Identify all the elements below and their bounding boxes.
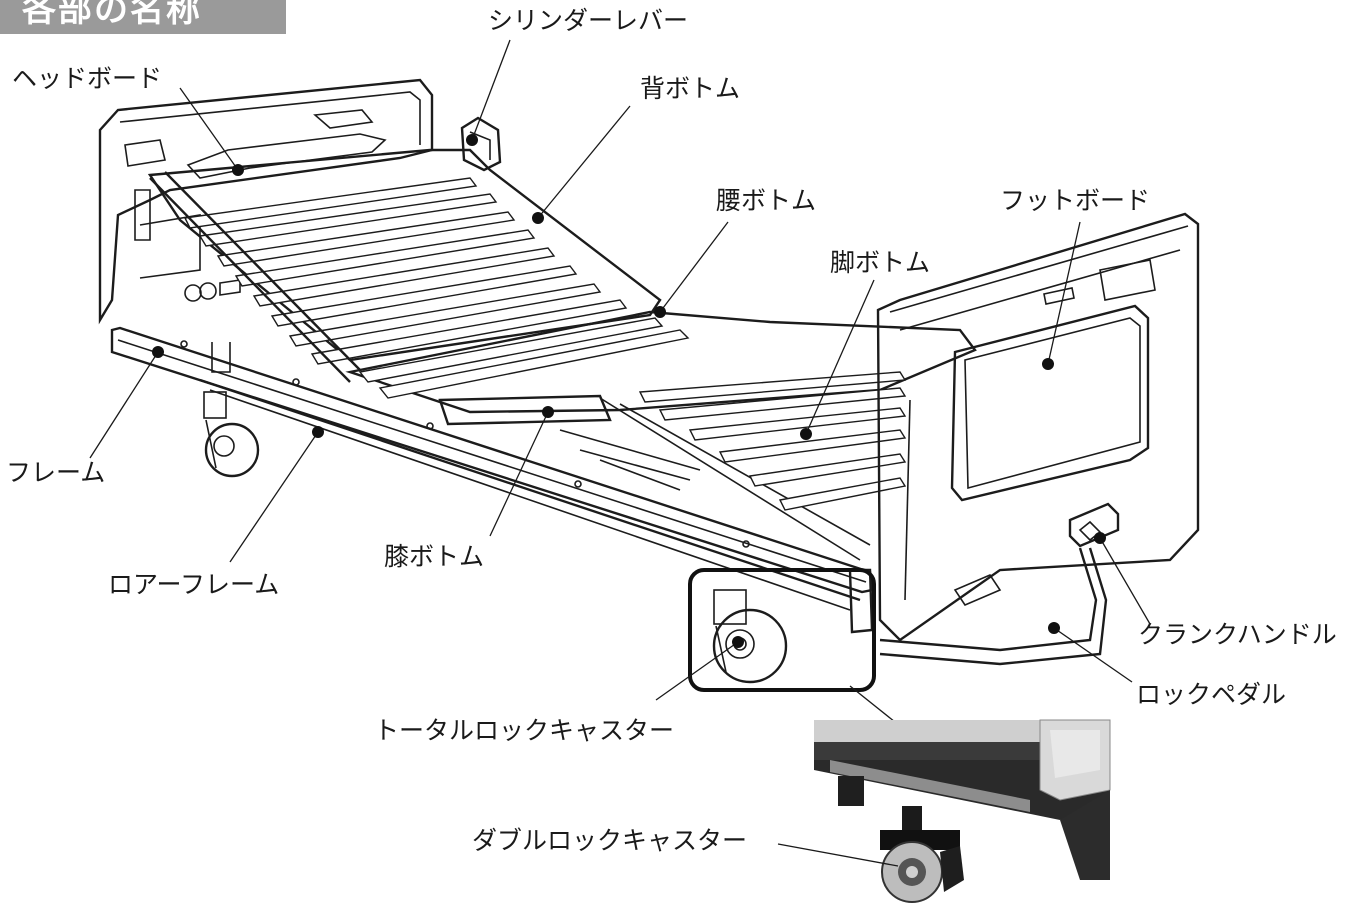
crank-and-pedal-drawing (879, 502, 1120, 666)
section-header: 各部の名称 (0, 0, 286, 34)
label-crank-handle: クランクハンドル (1138, 620, 1337, 649)
inset-connector-line (849, 685, 896, 723)
section-title: 各部の名称 (22, 0, 202, 30)
label-knee-bottom: 膝ボトム (384, 542, 485, 571)
label-total-lock-caster: トータルロックキャスター (374, 716, 675, 745)
label-lock-pedal: ロックペダル (1136, 680, 1287, 709)
bottom-sections-drawing (345, 310, 977, 561)
label-frame: フレーム (6, 458, 106, 487)
footboard-drawing (876, 212, 1200, 642)
label-leg-bottom: 脚ボトム (830, 248, 931, 277)
total-lock-caster-drawing (712, 589, 788, 684)
double-lock-caster-photo (814, 719, 1111, 906)
label-footboard: フットボード (1000, 186, 1151, 215)
callout-dots (152, 134, 1106, 648)
label-lower-frame: ロアーフレーム (108, 570, 280, 599)
label-cylinder-lever: シリンダーレバー (488, 6, 689, 35)
callout-leaders (89, 39, 1151, 867)
back-bottom-drawing (147, 148, 662, 383)
head-caster-drawing (203, 391, 260, 478)
cylinder-lever-drawing (460, 116, 502, 172)
headboard-drawing (98, 78, 434, 325)
label-double-lock-caster: ダブルロックキャスター (472, 826, 748, 855)
label-waist-bottom: 腰ボトム (716, 186, 817, 215)
label-back-bottom: 背ボトム (640, 74, 741, 103)
label-headboard: ヘッドボード (12, 64, 163, 93)
caster-highlight-box (688, 568, 876, 692)
